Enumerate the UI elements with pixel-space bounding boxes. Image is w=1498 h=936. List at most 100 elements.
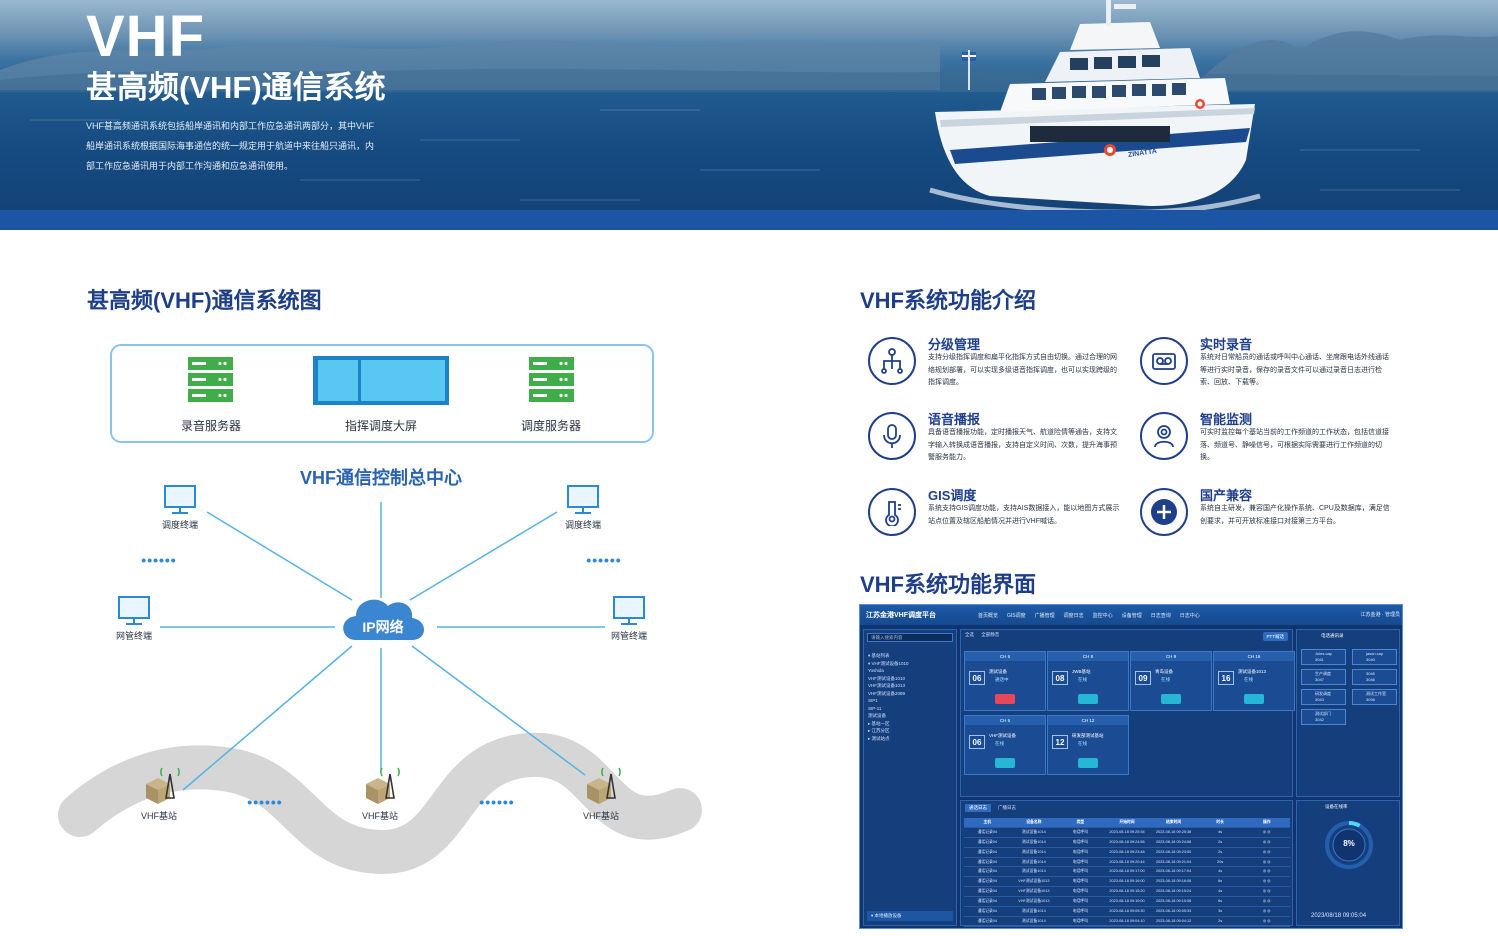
server-icon — [529, 357, 574, 402]
table-cell: 2023-08-18 09:25:34 — [1109, 829, 1145, 834]
log-tab-broadcast[interactable]: 广播日志 — [998, 805, 1016, 810]
select-all-tab[interactable]: 全选 — [965, 632, 974, 637]
ptt-button[interactable]: PTT喊话 — [1262, 632, 1288, 641]
nav-item[interactable]: 广播管理 — [1034, 612, 1055, 619]
nav-item[interactable]: 调度日志 — [1063, 612, 1084, 619]
search-input[interactable]: 请输入搜索内容 — [867, 633, 953, 642]
table-header-cell[interactable]: 主机 — [983, 820, 992, 824]
plus-circle-icon — [1140, 488, 1188, 536]
thermometer-icon — [868, 488, 916, 536]
talk-button[interactable] — [1078, 694, 1098, 704]
table-header: 主机 设备名称 类型 开始时间 结束时间 时长 操作 — [964, 818, 1290, 828]
contact-cell[interactable]: 测试部门 3042 — [1301, 709, 1346, 725]
nav-item[interactable]: 监控中心 — [1092, 612, 1113, 619]
table-cell: 2023-08-18 09:20:44 — [1109, 859, 1145, 864]
tree-item[interactable]: VHF测试设备2089 — [868, 690, 906, 696]
tree-item[interactable]: ▾ VHF测试设备1010 — [868, 660, 909, 666]
contact-cell[interactable]: 研发调度 3043 — [1301, 689, 1346, 705]
table-header-cell[interactable]: 开始时间 — [1119, 820, 1135, 824]
table-cell: 测试设备1014 — [1022, 829, 1046, 834]
server-label-screen: 指挥调度大屏 — [344, 419, 418, 433]
contact-cell[interactable]: 测试工作室 3098 — [1352, 689, 1397, 705]
nav-item[interactable]: 首页概览 — [978, 612, 999, 619]
talk-button[interactable] — [1078, 758, 1098, 768]
table-header-cell[interactable]: 设备名称 — [1026, 820, 1042, 824]
talk-button[interactable] — [995, 694, 1015, 704]
tree-item[interactable]: Yoshida — [868, 668, 884, 673]
nav-item[interactable]: 日志查询 — [1150, 612, 1171, 619]
table-cell: 2023-08-18 09:24:58 — [1155, 839, 1192, 844]
contact-cell[interactable]: jason.cap 3040 — [1352, 649, 1397, 665]
tree-item[interactable]: ▸ 江苏分区 — [868, 728, 890, 733]
base-station-label: VHF基站 — [582, 811, 620, 821]
feature-desc: 系统支持GIS调度功能，支持AIS数据接入，能以地图方式展示站点位置及辖区船舶情… — [928, 505, 1120, 525]
ellipsis-dots: •••••• — [247, 794, 283, 810]
contact-cell[interactable]: 3045 3046 — [1352, 669, 1397, 685]
hero-desc-line: 船岸通讯系统根据国际海事通信的统一规定用于航道中来往船只通讯，内 — [86, 141, 375, 151]
card-number: 12 — [1052, 735, 1068, 749]
feature-title: 分级管理 — [928, 337, 981, 352]
talk-button[interactable] — [1161, 694, 1181, 704]
local-device-footer[interactable]: ▾ 本地播放设备 — [867, 911, 953, 921]
table-cell: VHF测试设备1013 — [1018, 889, 1050, 894]
contact-cell[interactable]: 生产调度 3047 — [1301, 669, 1346, 685]
table-header-cell[interactable]: 时长 — [1216, 820, 1224, 824]
tree-item[interactable]: 测试设备 — [868, 713, 886, 718]
tree-item[interactable]: ▾ 基站列表 — [868, 653, 890, 658]
table-header-cell[interactable]: 操作 — [1262, 820, 1271, 824]
table-cell: 测试设备1014 — [1022, 859, 1046, 864]
card-toolbar: 全选 全部静音 — [965, 632, 999, 638]
nav-item[interactable]: 设备管理 — [1121, 612, 1142, 619]
tree-item[interactable]: VHF测试设备1010 — [868, 675, 906, 681]
table-cell: 电话呼叫 — [1072, 839, 1089, 844]
hero-description: VHF甚高频通讯系统包括船岸通讯和内部工作应急通讯两部分，其中VHF 船岸通讯系… — [86, 116, 398, 176]
ellipsis-dots: •••••• — [141, 552, 177, 568]
monitor-icon — [118, 485, 645, 625]
tree-item[interactable]: ▸ 基站一区 — [868, 720, 890, 726]
table-cell: 测试设备1014 — [1022, 909, 1046, 914]
hero-banner: VHF 甚高频(VHF)通信系统 VHF甚高频通讯系统包括船岸通讯和内部工作应急… — [0, 0, 1498, 230]
feature-desc: 可实时监控每个基站当前的工作频道的工作状态，包括信道接落、频道号、静噪信号，可根… — [1200, 429, 1389, 461]
card-channel: CH 9 — [1131, 652, 1211, 661]
mute-all-tab[interactable]: 全部静音 — [981, 632, 1000, 637]
table-cell: 2023-08-18 09:17:04 — [1155, 869, 1192, 874]
tree-item[interactable]: ▸ 测试站点 — [868, 735, 890, 741]
online-rate-pane: 设备在线率 8% 2023/08/18 09:05:04 — [1296, 800, 1400, 926]
tree-item[interactable]: VHF测试设备1013 — [868, 683, 906, 688]
table-cell: 20s — [1217, 859, 1224, 864]
table-header-cell[interactable]: 结束时间 — [1166, 820, 1182, 824]
nav-item[interactable]: 日志中心 — [1179, 612, 1200, 619]
feature-title: GIS调度 — [928, 488, 977, 503]
monitor-person-icon — [1140, 412, 1188, 460]
road-wave — [58, 732, 702, 874]
contact-cell[interactable]: Jules.cap 3041 — [1301, 649, 1346, 665]
talk-button[interactable] — [995, 758, 1015, 768]
app-user[interactable]: 江苏金港 · 管理员 — [1360, 612, 1400, 618]
tree-item[interactable]: SIP-11 — [868, 705, 882, 711]
table-header-cell[interactable]: 类型 — [1076, 820, 1085, 824]
card-device-name: 研发部测试基站 — [1072, 733, 1104, 738]
tree-item[interactable]: SIP1 — [868, 698, 878, 703]
log-tab-call[interactable]: 通话日志 — [965, 804, 991, 812]
talk-button[interactable] — [1244, 694, 1264, 704]
table-cell: 测试设备1014 — [1022, 869, 1046, 874]
table-cell: 通话记录04 — [977, 829, 997, 834]
nav-item[interactable]: GIS调度 — [1007, 612, 1026, 619]
